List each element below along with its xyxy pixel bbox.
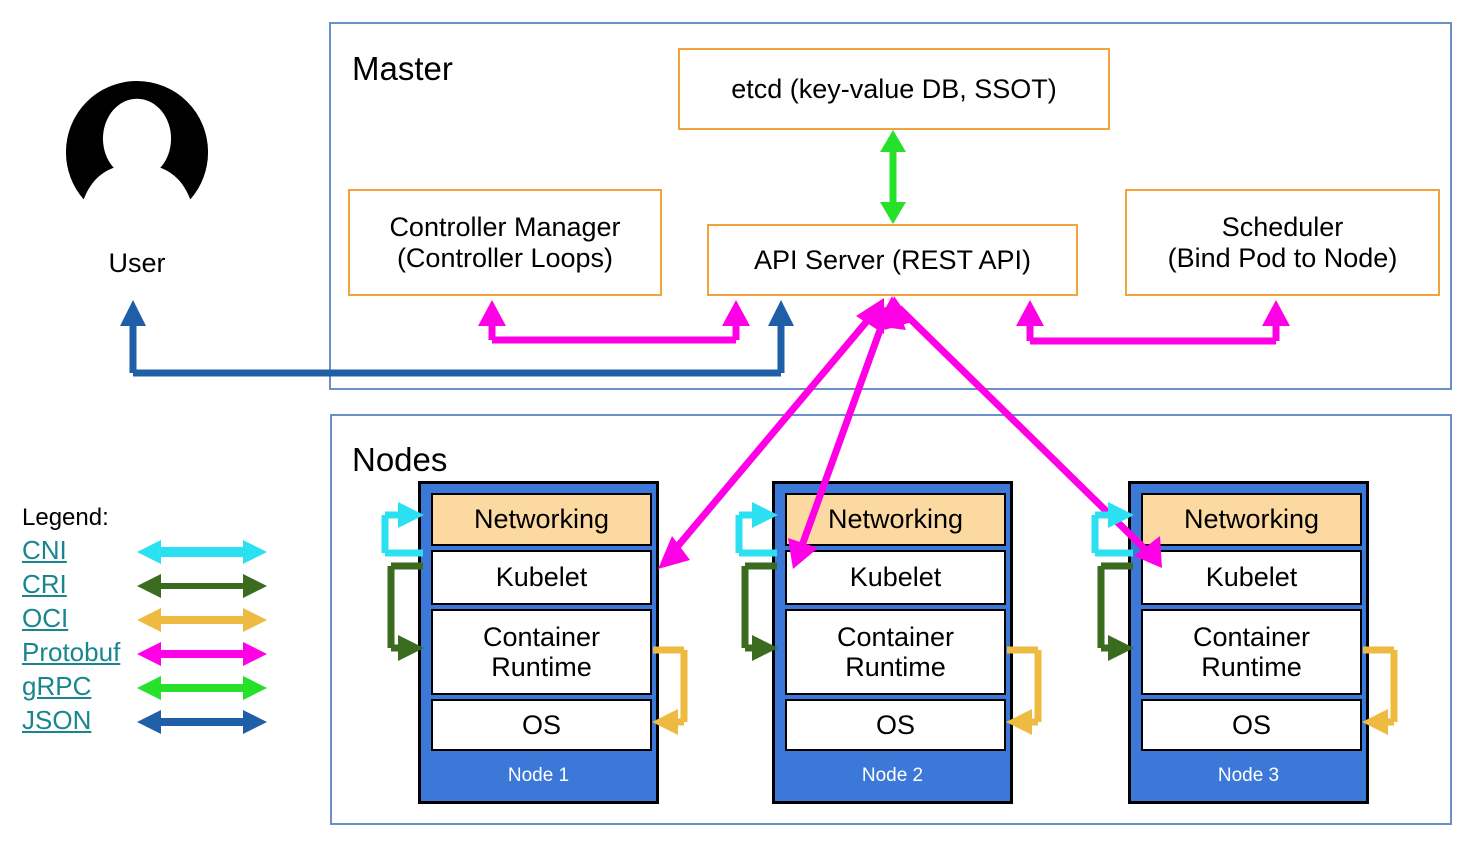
user-label: User: [108, 248, 166, 278]
legend-label-json[interactable]: JSON: [22, 705, 92, 735]
node-3-container-runtime-layer[interactable]: Container Runtime: [1141, 609, 1362, 695]
legend-title: Legend:: [22, 504, 109, 531]
scheduler-line1: Scheduler: [1221, 211, 1344, 242]
legend-row-oci[interactable]: OCI: [22, 603, 272, 637]
node-2-networking-layer[interactable]: Networking: [785, 493, 1006, 546]
node-3-runtime-line2: Runtime: [1201, 652, 1302, 682]
etcd-box[interactable]: etcd (key-value DB, SSOT): [678, 48, 1110, 130]
node-1-kubelet-layer[interactable]: Kubelet: [431, 550, 652, 605]
controller-manager-line2: (Controller Loops): [396, 242, 614, 273]
scheduler-box[interactable]: Scheduler (Bind Pod to Node): [1125, 189, 1440, 296]
node-3-label: Node 3: [1217, 765, 1280, 786]
node-1-runtime-line1: Container: [482, 621, 601, 652]
legend-swatch-cri-arrow-icon: [137, 574, 267, 598]
legend-swatch-json-arrow-icon: [137, 710, 267, 734]
master-group-title: Master: [352, 50, 453, 87]
node-1-os-layer[interactable]: OS: [431, 699, 652, 751]
legend-label-protobuf[interactable]: Protobuf: [22, 637, 121, 667]
legend-swatch-cni-arrow-icon: [137, 540, 267, 564]
node-2-container[interactable]: Networking Kubelet Container Runtime OS …: [772, 481, 1013, 804]
node-3-kubelet-layer[interactable]: Kubelet: [1141, 550, 1362, 605]
node-1-label: Node 1: [507, 765, 570, 786]
legend-row-grpc[interactable]: gRPC: [22, 671, 272, 705]
user-avatar-icon: [65, 80, 209, 200]
node-2-runtime-line2: Runtime: [845, 652, 946, 682]
legend-label-cri[interactable]: CRI: [22, 569, 67, 599]
node-1-runtime-line2: Runtime: [491, 652, 592, 682]
node-2-label: Node 2: [861, 765, 924, 786]
legend-label-oci[interactable]: OCI: [22, 603, 69, 633]
node-2-os-layer[interactable]: OS: [785, 699, 1006, 751]
legend-swatch-oci-arrow-icon: [137, 608, 267, 632]
legend-row-cri[interactable]: CRI: [22, 569, 272, 603]
legend-row-cni[interactable]: CNI: [22, 535, 272, 569]
scheduler-line2: (Bind Pod to Node): [1167, 242, 1398, 273]
node-1-container-runtime-layer[interactable]: Container Runtime: [431, 609, 652, 695]
legend-label-cni[interactable]: CNI: [22, 535, 67, 565]
node-2-container-runtime-layer[interactable]: Container Runtime: [785, 609, 1006, 695]
node-1-container[interactable]: Networking Kubelet Container Runtime OS …: [418, 481, 659, 804]
legend: Legend: CNI CRI OCI Protobuf: [22, 506, 272, 739]
node-1-networking-layer[interactable]: Networking: [431, 493, 652, 546]
legend-swatch-protobuf-arrow-icon: [137, 642, 267, 666]
legend-row-protobuf[interactable]: Protobuf: [22, 637, 272, 671]
node-3-runtime-line1: Container: [1192, 621, 1311, 652]
node-3-os-layer[interactable]: OS: [1141, 699, 1362, 751]
legend-swatch-grpc-arrow-icon: [137, 676, 267, 700]
node-2-runtime-line1: Container: [836, 621, 955, 652]
node-3-networking-layer[interactable]: Networking: [1141, 493, 1362, 546]
node-3-container[interactable]: Networking Kubelet Container Runtime OS …: [1128, 481, 1369, 804]
legend-row-json[interactable]: JSON: [22, 705, 272, 739]
controller-manager-line1: Controller Manager: [389, 211, 621, 242]
node-2-kubelet-layer[interactable]: Kubelet: [785, 550, 1006, 605]
controller-manager-box[interactable]: Controller Manager (Controller Loops): [348, 189, 662, 296]
nodes-group-title: Nodes: [352, 441, 448, 478]
legend-label-grpc[interactable]: gRPC: [22, 671, 92, 701]
api-server-box[interactable]: API Server (REST API): [707, 224, 1078, 296]
